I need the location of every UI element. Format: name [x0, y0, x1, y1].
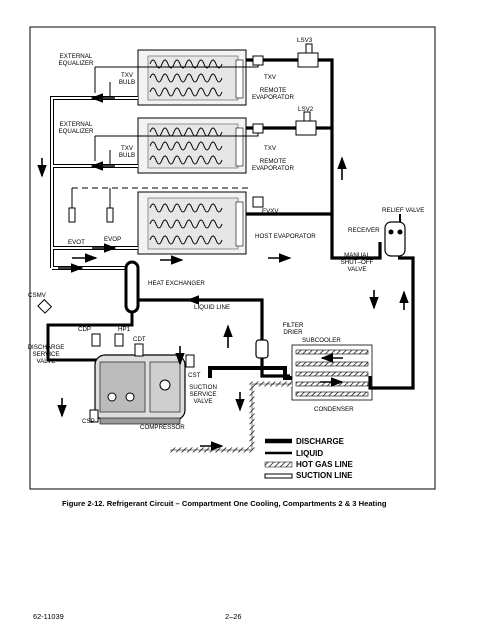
- label-relief-valve: RELIEF VALVE: [382, 207, 424, 214]
- label-external-equalizer-2b: EQUALIZER: [58, 128, 94, 135]
- label-txv-bulb-1b: BULB: [119, 79, 135, 86]
- footer-doc-number: 62-11039: [33, 612, 64, 621]
- footer-page-number: 2–26: [225, 612, 242, 621]
- label-discharge-service-c: VALVE: [36, 358, 55, 365]
- evop-sensor: [106, 207, 114, 223]
- host-evaporator: [137, 191, 247, 255]
- label-cdp: CDP: [78, 326, 91, 333]
- legend-liquid: LIQUID: [296, 449, 323, 458]
- label-suction-service-c: VALVE: [193, 398, 212, 405]
- legend-discharge: DISCHARGE: [296, 437, 345, 446]
- lsv3-valve: [297, 43, 319, 68]
- label-external-equalizer-1b: EQUALIZER: [58, 60, 94, 67]
- remote-evaporator-2: [137, 117, 247, 174]
- label-liquid-line: LIQUID LINE: [194, 304, 230, 311]
- label-csp: CSP: [82, 418, 95, 425]
- flow-arrows: [37, 93, 409, 451]
- label-evxv: EVXV: [262, 208, 279, 215]
- compressor: [94, 354, 186, 425]
- label-lsv3: LSV3: [297, 37, 313, 44]
- diagram-frame: [29, 26, 436, 490]
- condenser-coil: [291, 344, 373, 401]
- label-remote-evaporator-1b: EVAPORATOR: [252, 94, 294, 101]
- remote-evaporator-1: [137, 49, 247, 106]
- figure-caption: Figure 2-12. Refrigerant Circuit – Compa…: [62, 499, 387, 508]
- receiver-tank: [384, 221, 406, 257]
- csmv-valve: [37, 298, 53, 314]
- label-evot: EVOT: [68, 239, 85, 246]
- legend-hot-gas: HOT GAS LINE: [296, 460, 354, 469]
- label-txv-bulb-2b: BULB: [119, 152, 135, 159]
- label-receiver: RECEIVER: [348, 227, 380, 234]
- label-txv-2: TXV: [264, 145, 277, 152]
- legend-suction: SUCTION LINE: [296, 471, 353, 480]
- label-txv-bulb-2a: TXV: [121, 145, 134, 152]
- discharge-line: [208, 366, 292, 380]
- lsv2-valve: [295, 111, 317, 136]
- compressor-sensors: [89, 333, 195, 423]
- label-discharge-service-b: SERVICE: [32, 351, 59, 358]
- label-host-evaporator: HOST EVAPORATOR: [255, 233, 316, 240]
- label-subcooler: SUBCOOLER: [302, 337, 341, 344]
- label-suction-service-b: SERVICE: [189, 391, 216, 398]
- legend: DISCHARGE LIQUID HOT GAS LINE SUCTION LI…: [264, 437, 354, 480]
- label-csmv: CSMV: [28, 292, 47, 299]
- label-cdt: CDT: [133, 336, 146, 343]
- label-heat-exchanger: HEAT EXCHANGER: [148, 280, 205, 287]
- label-remote-evaporator-2a: REMOTE: [260, 158, 286, 165]
- label-txv-1: TXV: [264, 74, 277, 81]
- label-remote-evaporator-2b: EVAPORATOR: [252, 165, 294, 172]
- label-manual-a: MANUAL: [344, 252, 370, 259]
- label-evop: EVOP: [104, 236, 121, 243]
- label-filter-b: DRIER: [283, 329, 303, 336]
- label-cst: CST: [188, 372, 201, 379]
- label-external-equalizer-1a: EXTERNAL: [60, 53, 93, 60]
- heat-exchanger-coil: [124, 260, 140, 314]
- suction-to-compressor: [46, 312, 134, 362]
- label-txv-bulb-1a: TXV: [121, 72, 134, 79]
- label-suction-service-a: SUCTION: [189, 384, 217, 391]
- label-manual-c: VALVE: [347, 266, 366, 273]
- evot-sensor: [68, 207, 76, 223]
- txv-1-valve: [252, 55, 264, 66]
- label-condenser: CONDENSER: [314, 406, 354, 413]
- label-external-equalizer-2a: EXTERNAL: [60, 121, 93, 128]
- label-hp1: HP1: [118, 326, 131, 333]
- label-compressor: COMPRESSOR: [140, 424, 185, 431]
- evxv-valve: [252, 196, 264, 208]
- label-discharge-service-a: DISCHARGE: [28, 344, 65, 351]
- liquid-lines: [130, 58, 415, 390]
- txv-2-valve: [252, 123, 264, 134]
- label-remote-evaporator-1a: REMOTE: [260, 87, 286, 94]
- label-lsv2: LSV2: [298, 106, 314, 113]
- label-manual-b: SHUT–OFF: [341, 259, 374, 266]
- filter-drier: [255, 339, 269, 359]
- label-filter-a: FILTER: [283, 322, 304, 329]
